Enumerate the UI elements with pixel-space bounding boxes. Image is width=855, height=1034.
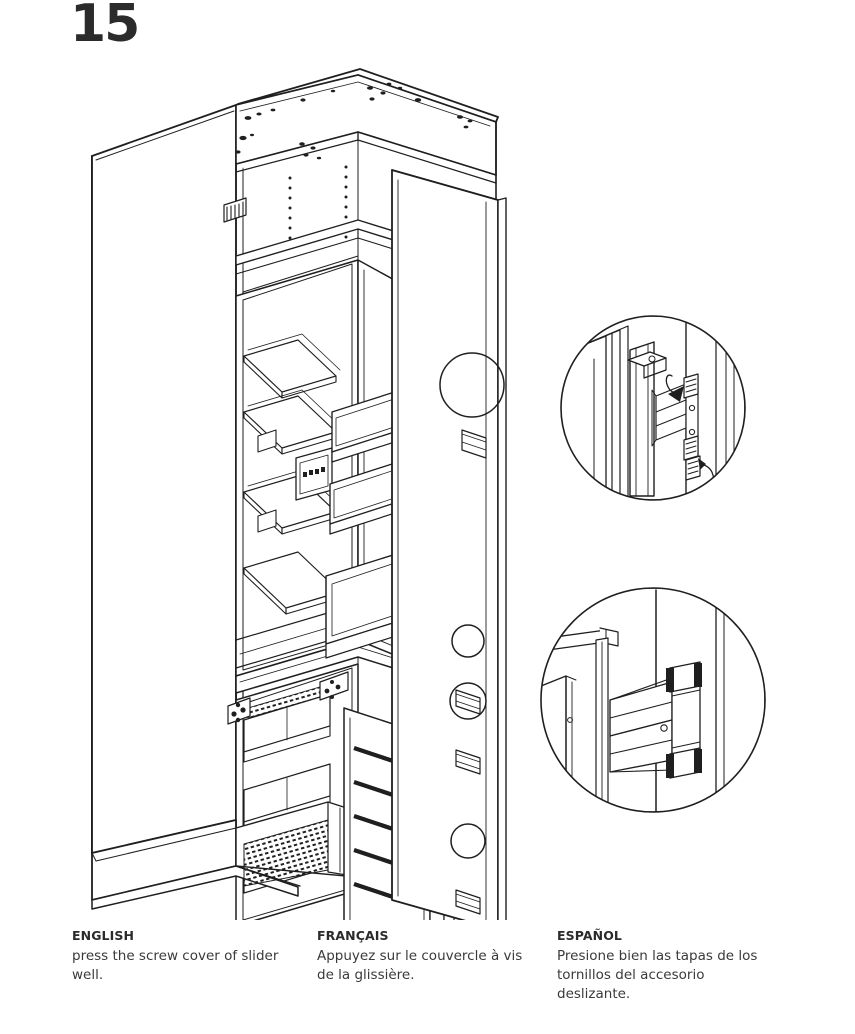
door-slider-rails [455,429,487,915]
screw-cover-upper [665,373,699,402]
caption-text: press the screw cover of slider well. [72,948,279,984]
callout-circles [439,352,505,859]
caption-text: Appuyez sur le couvercle à vis de la gli… [317,948,523,984]
callout-door-slider-mid-upper [451,624,485,658]
screw-cover-pressed-lower [666,747,702,779]
mounting-holes [235,82,473,160]
cable-bracket [223,197,247,223]
callout-door-slider-mid-lower [449,682,487,720]
assembly-illustration [0,60,855,920]
caption-language-label: ESPAÑOL [557,928,622,943]
caption-language-label: ENGLISH [72,928,135,943]
caption-espanol: ESPAÑOL Presione bien las tapas de los t… [557,928,772,1004]
callout-door-slider-bottom [450,823,486,859]
illustration-svg [91,68,766,920]
step-number: 15 [70,0,140,54]
caption-english: ENGLISH press the screw cover of slider … [72,928,287,985]
caption-francais: FRANÇAIS Appuyez sur le couvercle à vis … [317,928,532,985]
caption-language-label: FRANÇAIS [317,928,389,943]
cabinet-upper-interior [223,137,497,293]
callout-door-slider-top [439,352,505,418]
detail-view-slider-screw-cover-open [560,315,746,501]
screw-cover-pressed-upper [666,661,702,693]
detail-view-slider-screw-cover-pressed [540,587,766,813]
caption-text: Presione bien las tapas de los tornillos… [557,948,758,1003]
caption-row: ENGLISH press the screw cover of slider … [0,928,855,1034]
screw-cover-lower [683,435,715,489]
